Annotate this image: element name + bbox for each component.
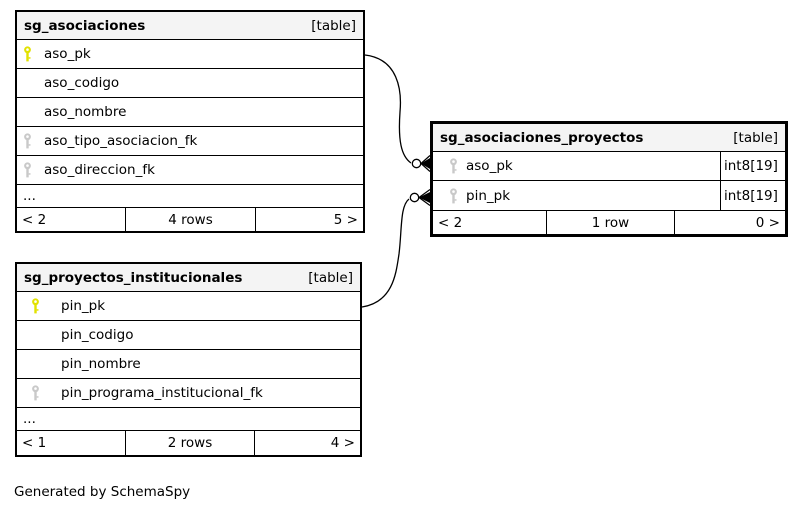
column-row[interactable]: aso_pk int8[19]	[433, 152, 785, 181]
stats-footer: < 2 1 row 0 >	[433, 210, 785, 234]
column-name: pin_nombre	[61, 356, 141, 372]
foreign-key-icon	[449, 187, 458, 204]
stat-prev-count: < 2	[17, 208, 126, 231]
table-header: sg_proyectos_institucionales [table]	[17, 264, 360, 292]
column-row[interactable]: aso_nombre	[17, 98, 363, 127]
generator-credit: Generated by SchemaSpy	[14, 484, 191, 500]
stats-footer: < 1 2 rows 4 >	[17, 430, 360, 455]
relationship-line-pin-pk	[361, 189, 431, 308]
column-row[interactable]: aso_pk	[17, 40, 363, 69]
column-name: pin_programa_institucional_fk	[61, 385, 263, 401]
crow-foot-endpoint	[418, 189, 431, 206]
stat-next-count: 5 >	[333, 211, 358, 228]
column-name: aso_pk	[44, 46, 91, 62]
column-name: aso_nombre	[44, 104, 127, 120]
foreign-key-icon	[449, 158, 458, 174]
table-name[interactable]: sg_proyectos_institucionales	[24, 269, 243, 286]
column-name: aso_tipo_asociacion_fk	[44, 133, 198, 149]
stat-prev-count: < 1	[17, 431, 126, 455]
table-kind-label: [table]	[308, 269, 353, 286]
ellipsis-row: ...	[23, 188, 36, 204]
column-name: pin_pk	[466, 187, 511, 204]
relationship-line-aso-pk	[364, 54, 431, 172]
table-card-sg-asociaciones: sg_asociaciones [table] aso_pk aso_codig…	[15, 10, 365, 233]
ellipsis-row: ...	[23, 411, 36, 427]
stat-row-count: 2 rows	[126, 431, 255, 455]
zero-one-circle-endpoint	[409, 192, 420, 203]
table-card-sg-proyectos-institucionales: sg_proyectos_institucionales [table] pin…	[15, 262, 362, 457]
stat-row-count: 4 rows	[126, 208, 256, 231]
column-row[interactable]: aso_direccion_fk	[17, 156, 363, 185]
column-row[interactable]: pin_codigo	[17, 321, 360, 350]
column-row[interactable]: aso_codigo	[17, 69, 363, 98]
column-row[interactable]: pin_pk	[17, 292, 360, 321]
stats-footer: < 2 4 rows 5 >	[17, 207, 363, 231]
column-row[interactable]: pin_nombre	[17, 350, 360, 379]
primary-key-icon	[23, 46, 32, 62]
stat-row-count: 1 row	[547, 211, 675, 234]
table-name[interactable]: sg_asociaciones_proyectos	[440, 129, 644, 146]
stat-next-count: 4 >	[330, 435, 355, 451]
column-name: aso_codigo	[44, 75, 120, 91]
stat-prev-count: < 2	[433, 211, 547, 234]
stat-next-count: 0 >	[755, 214, 780, 231]
column-row[interactable]: aso_tipo_asociacion_fk	[17, 127, 363, 156]
table-header: sg_asociaciones [table]	[17, 12, 363, 40]
column-name: aso_direccion_fk	[44, 162, 155, 178]
column-name: pin_codigo	[61, 327, 134, 343]
column-row[interactable]: pin_programa_institucional_fk	[17, 379, 360, 408]
foreign-key-icon	[23, 162, 32, 178]
table-kind-label: [table]	[311, 17, 356, 34]
table-kind-label: [table]	[733, 129, 778, 146]
primary-key-icon	[31, 298, 40, 314]
table-card-sg-asociaciones-proyectos: sg_asociaciones_proyectos [table] aso_pk…	[430, 121, 788, 237]
zero-one-circle-endpoint	[411, 158, 422, 169]
column-row[interactable]: pin_pk int8[19]	[433, 181, 785, 210]
crow-foot-endpoint	[420, 155, 431, 172]
column-type: int8[19]	[720, 181, 785, 210]
column-name: aso_pk	[466, 158, 513, 174]
table-name[interactable]: sg_asociaciones	[24, 17, 146, 34]
column-type: int8[19]	[720, 152, 785, 180]
foreign-key-icon	[23, 133, 32, 149]
column-name: pin_pk	[61, 298, 106, 314]
table-header: sg_asociaciones_proyectos [table]	[433, 124, 785, 152]
foreign-key-icon	[31, 385, 40, 401]
